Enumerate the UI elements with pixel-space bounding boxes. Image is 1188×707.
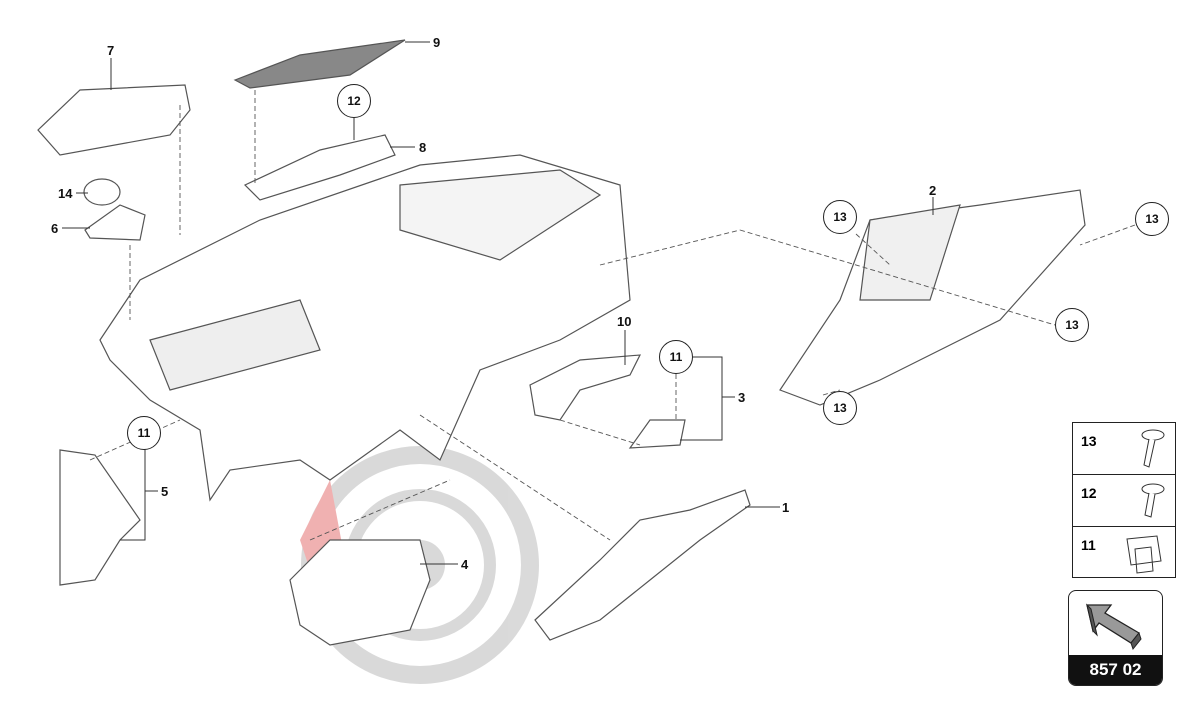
part-10 xyxy=(529,354,642,421)
fastener-legend: 13 12 11 xyxy=(1072,422,1176,578)
part-1 xyxy=(534,489,751,641)
part-label-10: 10 xyxy=(617,314,632,329)
screw-icon xyxy=(1141,429,1165,468)
part-label-1: 1 xyxy=(782,500,790,515)
callout-13: 13 xyxy=(1135,202,1169,236)
callout-13: 13 xyxy=(1055,308,1089,342)
part-label-3: 3 xyxy=(738,390,746,405)
part-6 xyxy=(84,204,146,241)
legend-row-12: 12 xyxy=(1073,475,1175,527)
part-9 xyxy=(233,39,406,89)
part-14 xyxy=(83,178,121,206)
part-label-4: 4 xyxy=(461,557,469,572)
legend-label: 13 xyxy=(1081,433,1097,449)
legend-row-13: 13 xyxy=(1073,423,1175,475)
part-label-8: 8 xyxy=(419,140,427,155)
callout-13: 13 xyxy=(823,200,857,234)
part-2 xyxy=(779,189,1086,406)
part-label-9: 9 xyxy=(433,35,441,50)
navigation-code: 857 02 xyxy=(1069,655,1162,685)
part-label-7: 7 xyxy=(107,43,115,58)
callout-13: 13 xyxy=(823,391,857,425)
clip-nut-icon xyxy=(1126,535,1162,574)
arrow-icon xyxy=(1086,603,1142,651)
callout-11: 11 xyxy=(659,340,693,374)
part-7 xyxy=(37,84,191,156)
part-3 xyxy=(628,419,686,449)
screw-icon xyxy=(1141,483,1165,518)
legend-label: 11 xyxy=(1081,537,1096,553)
page-navigation-box[interactable]: 857 02 xyxy=(1068,590,1163,686)
callout-12: 12 xyxy=(337,84,371,118)
part-5 xyxy=(59,449,141,586)
part-label-2: 2 xyxy=(929,183,937,198)
callout-11: 11 xyxy=(127,416,161,450)
legend-label: 12 xyxy=(1081,485,1097,501)
part-label-5: 5 xyxy=(161,484,169,499)
part-8 xyxy=(243,134,396,201)
part-4 xyxy=(289,539,431,646)
part-label-6: 6 xyxy=(51,221,59,236)
part-label-14: 14 xyxy=(58,186,73,201)
legend-row-11: 11 xyxy=(1073,527,1175,578)
